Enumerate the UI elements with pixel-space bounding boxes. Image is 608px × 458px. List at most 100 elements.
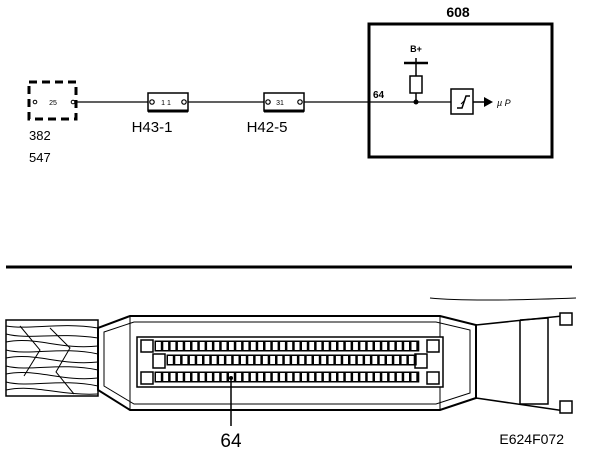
pin-cavity: [241, 356, 246, 364]
pin-cavity: [302, 373, 307, 381]
pin-cavity: [360, 342, 366, 350]
pin-cavity: [243, 373, 249, 381]
connector-name-label: H43-1: [132, 119, 173, 136]
pin-cavity: [316, 373, 322, 381]
source-pin-label: 25: [49, 100, 57, 107]
pin-cavity: [357, 356, 363, 364]
pin-cavity: [236, 342, 242, 350]
pin-cavity: [408, 356, 414, 364]
output-label: µ P: [497, 98, 511, 108]
ecu-connector-drawing: 64: [5, 297, 577, 452]
pin-cavity: [387, 356, 392, 364]
ecu-box: 608: [367, 4, 554, 159]
pin-cavity: [248, 356, 254, 364]
pin-cavity: [156, 342, 161, 350]
pin-cavity: [255, 356, 261, 364]
pin-cavity: [396, 373, 402, 381]
ecu-internal-circuit: B+ µ P: [404, 44, 511, 115]
pin-cavity: [404, 342, 409, 350]
pin-cavity: [411, 373, 417, 381]
ecu-pin-label: 64: [373, 90, 385, 101]
pin-cavity: [175, 356, 181, 364]
pin-cavity: [338, 342, 344, 350]
pin-cavity: [199, 373, 205, 381]
pin-cavity: [335, 356, 341, 364]
pin-cavity: [367, 342, 373, 350]
pin-cavity: [316, 342, 322, 350]
pin-cavity: [243, 342, 249, 350]
pin-cavity: [375, 342, 380, 350]
pin-cavity: [204, 356, 210, 364]
pin-cavity: [277, 356, 283, 364]
pin-cavity: [214, 373, 220, 381]
pin-cavity: [211, 356, 217, 364]
pin-cavity: [343, 356, 348, 364]
connector-name-label: H42-5: [247, 119, 288, 136]
pin-cavity: [365, 356, 370, 364]
ecu-number-label: 608: [446, 4, 470, 20]
pin-cavity: [192, 342, 198, 350]
cable-bundle: [5, 319, 99, 397]
pin-cavity: [411, 342, 417, 350]
pin-cavity: [331, 373, 336, 381]
callout-pin-label: 64: [220, 431, 242, 452]
pin-cavity: [272, 373, 278, 381]
pin-cavity: [367, 373, 373, 381]
pin-cavity: [338, 373, 344, 381]
input-buffer-icon: [450, 88, 474, 115]
pin-cavity: [192, 373, 198, 381]
pin-cavity: [262, 356, 268, 364]
pin-cavity: [265, 373, 271, 381]
pin-cavity: [185, 342, 190, 350]
pin-cavity: [270, 356, 275, 364]
pin-cavity: [323, 342, 329, 350]
pin-cavity: [287, 373, 293, 381]
pin-row: [154, 371, 420, 383]
pin-cavity: [328, 356, 334, 364]
pin-cavity: [272, 342, 278, 350]
pin-cavity: [299, 356, 305, 364]
pin-cavity: [394, 356, 400, 364]
pin-cavity: [309, 373, 315, 381]
pin-cavity: [314, 356, 319, 364]
pin-cavity: [375, 373, 380, 381]
arrow-right-icon: [484, 97, 493, 107]
pin-cavity: [321, 356, 327, 364]
pin-cavity: [389, 342, 395, 350]
pin-cavity: [401, 356, 407, 364]
pin-cavity: [345, 373, 351, 381]
pin-cavity: [306, 356, 312, 364]
pin-cavity: [353, 342, 358, 350]
pin-cavity: [280, 373, 285, 381]
pin-cavity: [382, 342, 388, 350]
pin-cavity: [331, 342, 336, 350]
source-id-label: 382: [29, 128, 51, 143]
pin-cavity: [236, 373, 242, 381]
pin-cavity: [360, 373, 366, 381]
pin-cavity: [226, 356, 232, 364]
pin-cavity: [294, 373, 300, 381]
connector-h42-5: 31 H42-5: [247, 92, 305, 136]
pin-cavity: [156, 373, 161, 381]
pin-cavity: [214, 342, 220, 350]
pin-cavity: [309, 342, 315, 350]
supply-label: B+: [410, 44, 422, 54]
pin-cavity: [302, 342, 307, 350]
pin-cavity: [163, 373, 169, 381]
pin-cavity: [389, 373, 395, 381]
pin-cavity: [258, 342, 263, 350]
pin-cavity: [404, 373, 409, 381]
pin-cavity: [168, 356, 173, 364]
pin-cavity: [185, 373, 190, 381]
pin-cavity: [287, 342, 293, 350]
pin-cavity: [250, 342, 256, 350]
pin-cavity: [353, 373, 358, 381]
pin-cavity: [382, 373, 388, 381]
pin-cavity: [207, 373, 212, 381]
pin-cavity: [294, 342, 300, 350]
pin-cavity: [177, 342, 183, 350]
pin-cavity: [372, 356, 378, 364]
pin-cavity: [396, 342, 402, 350]
pin-cavity: [233, 356, 239, 364]
